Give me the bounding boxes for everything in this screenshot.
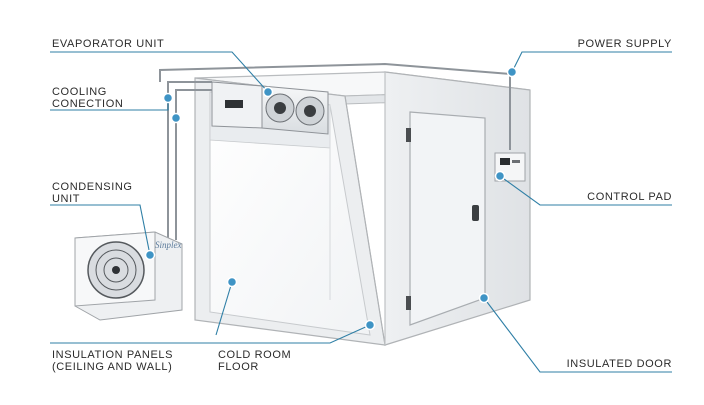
label-evaporator-unit: EVAPORATOR UNIT: [52, 38, 164, 50]
label-insulation-panels: INSULATION PANELS (CEILING AND WALL): [52, 349, 212, 373]
evaporator-marker: [264, 88, 273, 97]
cooling-connection-marker-2: [172, 114, 181, 123]
insulation-panel-marker: [228, 278, 237, 287]
control-pad-marker: [496, 172, 505, 181]
label-insulated-door: INSULATED DOOR: [540, 358, 672, 370]
label-cooling-connection: COOLING CONECTION: [52, 86, 152, 110]
insulated-door-shape: [406, 112, 485, 325]
label-cold-room-floor: COLD ROOM FLOOR: [218, 349, 308, 373]
condenser-brand-text: Sinplex: [155, 240, 182, 250]
label-condensing-unit: CONDENSING UNIT: [52, 181, 142, 205]
floor-marker: [366, 321, 375, 330]
label-power-supply: POWER SUPPLY: [540, 38, 672, 50]
cooling-connection-marker: [164, 94, 173, 103]
condensing-unit-shape: Sinplex: [75, 232, 182, 320]
condensing-unit-marker: [146, 251, 155, 260]
power-supply-marker: [508, 68, 517, 77]
door-marker: [480, 294, 489, 303]
label-control-pad: CONTROL PAD: [540, 191, 672, 203]
